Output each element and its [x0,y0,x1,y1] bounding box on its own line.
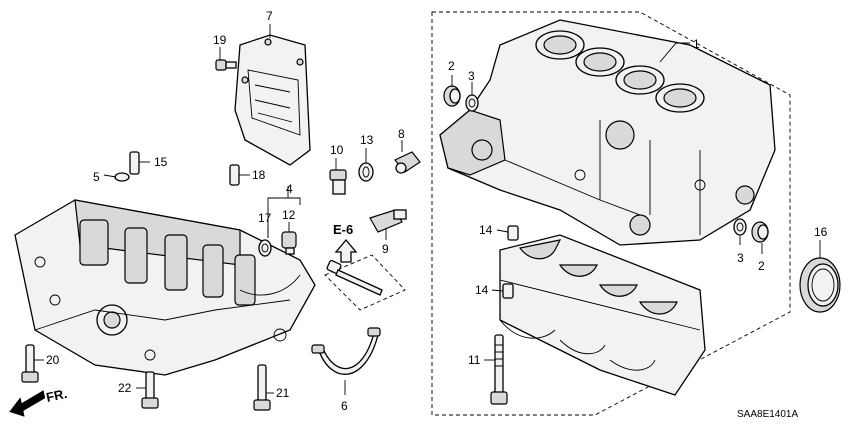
o-ring[interactable] [258,239,272,257]
callout-2-upper: 2 [448,59,455,73]
oil-jet-washer[interactable] [114,172,130,182]
dowel-pin-18[interactable] [229,164,240,186]
bolt-21[interactable] [253,364,271,411]
dowel-pin-15[interactable] [129,151,140,175]
callout-11: 11 [468,353,481,367]
cylinder-block[interactable] [439,19,776,246]
callout-17: 17 [258,211,272,225]
callout-20: 20 [46,353,60,367]
callout-2-lower: 2 [758,259,765,273]
callout-18: 18 [252,168,266,182]
sealing-washer[interactable] [358,162,374,182]
callout-6: 6 [341,399,348,413]
callout-13: 13 [360,133,374,147]
oil-pressure-switch[interactable] [369,209,407,233]
callout-7: 7 [266,9,273,23]
callout-8: 8 [398,127,405,141]
callout-1: 1 [693,37,700,51]
oil-seal[interactable] [799,257,841,313]
front-arrow-icon [9,390,46,417]
leader-lines [34,24,821,395]
callout-5: 5 [93,170,100,184]
bolt-20[interactable] [21,344,39,383]
baffle-bolt[interactable] [215,59,237,71]
callout-16: 16 [814,225,828,239]
bearing-cap-bolt[interactable] [490,334,508,405]
callout-14-upper: 14 [479,223,493,237]
callout-3-lower: 3 [737,251,744,265]
callout-10: 10 [330,143,344,157]
callout-4: 4 [286,182,293,196]
callout-12: 12 [282,208,296,222]
knock-sensor[interactable] [394,151,421,174]
reference-arrow [334,238,358,263]
bearing-cap-bridge[interactable] [499,234,706,396]
oil-jet-bolt[interactable] [281,231,297,255]
callout-14-lower: 14 [475,283,489,297]
callout-15: 15 [154,155,168,169]
callout-19: 19 [213,33,227,47]
callout-3-upper: 3 [468,69,475,83]
diagram-code: SAA8E1401A [737,409,798,420]
bolt-kit-frame [324,254,406,311]
washer-upper[interactable] [465,94,479,112]
callout-21: 21 [276,386,290,400]
long-bolt[interactable] [326,259,383,296]
bolt-22[interactable] [141,371,159,409]
lower-block[interactable] [14,199,316,376]
oil-pan-stiffener[interactable] [311,327,381,375]
dowel-pin-upper[interactable] [507,225,519,241]
front-marker: FR. [45,386,69,405]
block-frame [431,11,791,416]
reference-marker[interactable]: E-6 [333,222,353,237]
plug-lower[interactable] [751,221,769,243]
oil-pressure-plug[interactable] [329,169,347,195]
plug-upper[interactable] [443,85,461,107]
baffle-plate[interactable] [234,34,311,166]
callout-22: 22 [118,381,132,395]
washer-lower[interactable] [733,218,747,236]
dowel-pin-lower[interactable] [502,283,514,299]
callout-9: 9 [382,242,389,256]
